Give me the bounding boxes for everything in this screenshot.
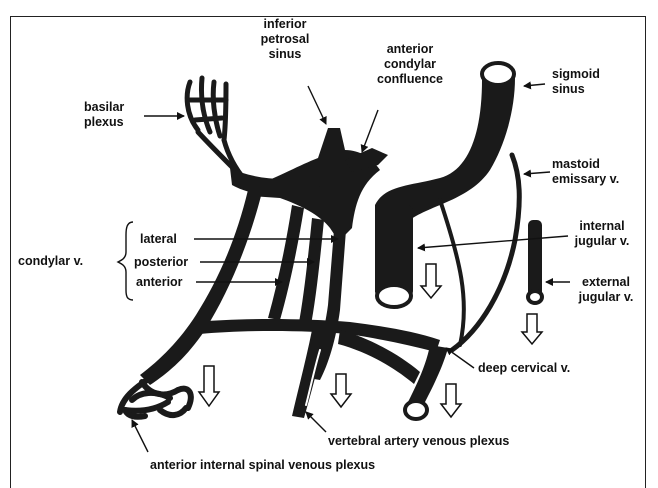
basilar-plexus-vessel <box>187 78 245 180</box>
label-deep-cervical-v: deep cervical v. <box>478 361 570 376</box>
label-line: emissary v. <box>552 172 619 187</box>
label-line: sinus <box>250 47 320 62</box>
label-line: anterior <box>365 42 455 57</box>
label-line: external <box>566 275 646 290</box>
label-line: sigmoid <box>552 67 600 82</box>
label-inferior-petrosal-sinus: inferior petrosal sinus <box>250 17 320 62</box>
external-jugular-opening <box>528 291 542 303</box>
label-external-jugular-v: external jugular v. <box>566 275 646 305</box>
label-mastoid-emissary-v: mastoid emissary v. <box>552 157 619 187</box>
internal-jugular-opening <box>377 285 411 307</box>
pointer-deep-cervical <box>446 348 474 368</box>
label-line: jugular v. <box>562 234 642 249</box>
label-internal-jugular-v: internal jugular v. <box>562 219 642 249</box>
pointer-spinal <box>132 420 148 452</box>
diagram-stage: inferior petrosal sinus anterior condyla… <box>0 0 658 478</box>
deep-cervical-opening <box>405 401 427 419</box>
label-anterior-internal-spinal-venous-plexus: anterior internal spinal venous plexus <box>150 458 375 473</box>
label-line: plexus <box>84 115 124 130</box>
label-line: internal <box>562 219 642 234</box>
label-condylar-lateral: lateral <box>140 232 177 247</box>
label-vertebral-artery-venous-plexus: vertebral artery venous plexus <box>328 434 509 449</box>
label-basilar-plexus: basilar plexus <box>84 100 124 130</box>
sigmoid-sinus-opening <box>482 63 514 85</box>
condylar-posterior-vessel <box>298 218 324 330</box>
label-line: sinus <box>552 82 600 97</box>
condylar-bracket <box>118 222 133 300</box>
flow-arrow-5 <box>441 384 461 417</box>
label-sigmoid-sinus: sigmoid sinus <box>552 67 600 97</box>
label-condylar-posterior: posterior <box>134 255 188 270</box>
pointer-internal-jugular <box>418 236 568 248</box>
flow-arrow-2 <box>522 314 542 344</box>
label-condylar-v: condylar v. <box>18 254 83 269</box>
label-line: mastoid <box>552 157 619 172</box>
label-condylar-anterior: anterior <box>136 275 183 290</box>
label-line: condylar <box>365 57 455 72</box>
label-line: confluence <box>365 72 455 87</box>
pointer-inferior-petrosal <box>308 86 326 124</box>
pointer-sigmoid <box>524 84 545 86</box>
spinal-plexus-vessel <box>120 378 191 417</box>
flow-arrow-1 <box>421 264 441 298</box>
label-anterior-condylar-confluence: anterior condylar confluence <box>365 42 455 87</box>
pointer-arrows <box>132 84 570 452</box>
external-jugular-vessel <box>528 220 542 300</box>
label-line: basilar <box>84 100 124 115</box>
label-line: jugular v. <box>566 290 646 305</box>
pointer-anterior-condylar <box>362 110 378 152</box>
pointer-mastoid <box>524 172 550 174</box>
label-line: inferior <box>250 17 320 32</box>
flow-arrow-4 <box>331 374 351 407</box>
pointer-vertebral <box>306 412 326 432</box>
flow-arrow-3 <box>199 366 219 406</box>
flow-arrows <box>199 264 542 417</box>
label-line: petrosal <box>250 32 320 47</box>
